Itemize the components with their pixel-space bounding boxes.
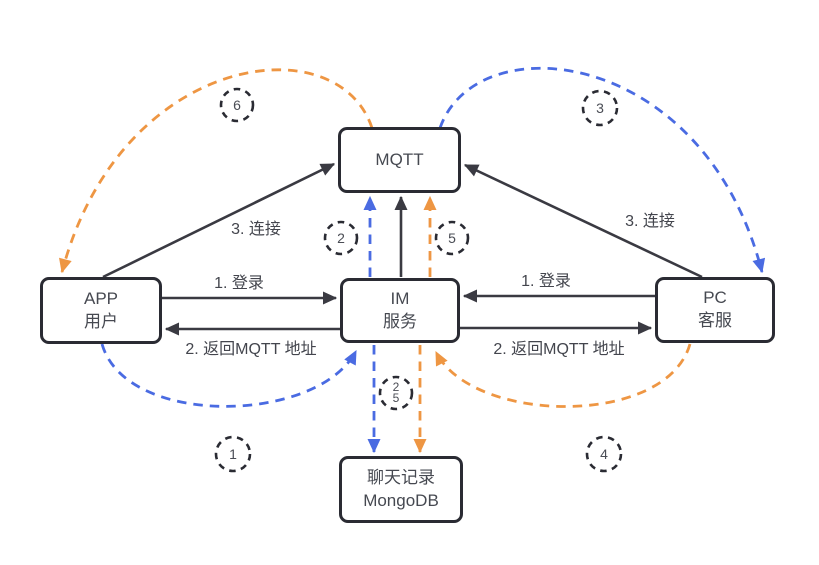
step-badge-6: 6 — [233, 97, 241, 113]
edge-label-app-login: 1. 登录 — [214, 275, 264, 292]
step-circle-5 — [434, 220, 470, 256]
step-badge-5: 5 — [448, 230, 456, 246]
node-pc-label-line1: PC — [703, 288, 727, 308]
step-badge-3: 3 — [596, 100, 604, 116]
step-circle-1 — [214, 435, 252, 473]
edge-label-pc-connect: 3. 连接 — [625, 213, 675, 230]
node-db-label-line2: MongoDB — [363, 490, 439, 510]
step-circle-2 — [323, 220, 359, 256]
node-db-label-line1: 聊天记录 — [367, 467, 435, 487]
edge-pc-to-mqtt-connect — [463, 163, 703, 279]
step-badge-2: 2 — [337, 230, 345, 246]
edge-app-to-im-curve-blue — [100, 343, 358, 408]
node-app-user: APP 用户 — [40, 277, 162, 344]
node-pc-agent: PC 客服 — [655, 277, 775, 343]
edge-label-pc-return: 2. 返回MQTT 地址 — [493, 341, 625, 358]
node-app-label-line2: 用户 — [84, 311, 118, 331]
node-mqtt-label: MQTT — [375, 149, 424, 169]
step-circle-3 — [581, 89, 619, 127]
edge-label-app-connect: 3. 连接 — [231, 221, 281, 238]
step-badge-1: 1 — [229, 446, 237, 462]
step-circle-2-5 — [378, 375, 414, 411]
step-badge-2-5-top: 2 — [392, 380, 400, 394]
edge-mqtt-to-app-curve-orange — [59, 68, 374, 274]
step-badge-2-5: 2 5 — [392, 380, 400, 405]
edge-app-to-mqtt-connect — [102, 162, 336, 279]
node-mqtt-broker: MQTT — [338, 127, 461, 193]
node-pc-label-line2: 客服 — [698, 311, 732, 330]
node-im-label-line1: IM — [390, 288, 410, 308]
step-circle-6 — [219, 87, 255, 123]
node-mongodb-chatlog: 聊天记录 MongoDB — [339, 456, 463, 523]
edge-label-pc-login: 1. 登录 — [521, 273, 571, 290]
step-badge-4: 4 — [600, 446, 608, 462]
node-im-label-line2: 服务 — [383, 311, 417, 331]
edge-pc-to-im-curve-orange — [434, 343, 692, 408]
edge-label-app-return: 2. 返回MQTT 地址 — [185, 341, 317, 358]
node-app-label-line1: APP — [83, 288, 119, 308]
node-im-service: IM 服务 — [340, 278, 460, 343]
step-badge-2-5-bottom: 5 — [392, 391, 400, 405]
step-circle-4 — [585, 435, 623, 473]
